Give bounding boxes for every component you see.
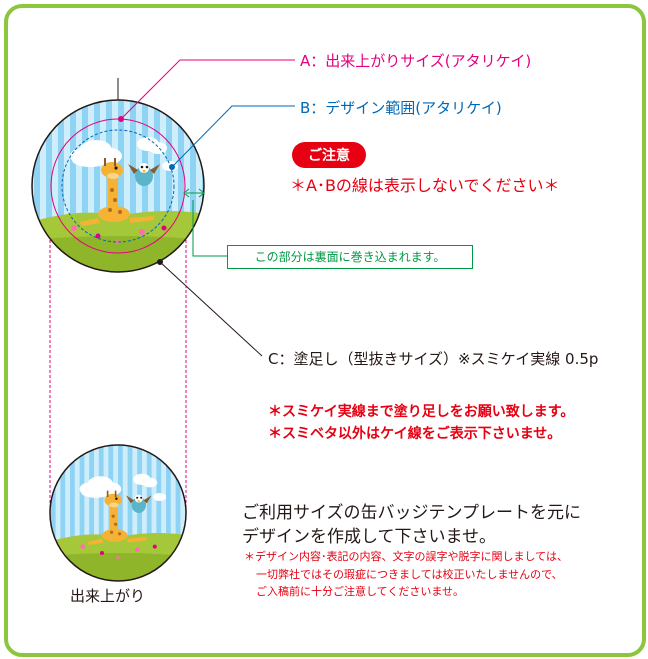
finished-badge-outline [49,444,187,582]
note-line-3: ご入稿前に十分ご注意してくださいませ。 [256,585,465,598]
request-line-1: ＊スミケイ実線まで塗り足しをお願い致します。 [268,404,575,420]
caution-text: ＊A･Bの線は表示しないでください＊ [290,176,560,195]
leader-c [159,261,263,357]
caution-badge: ご注意 [292,142,366,168]
label-c: C：塗足し（型抜きサイズ）※スミケイ実線 0.5p [268,350,599,368]
badge-artwork-small [50,445,186,581]
outer-frame [4,4,646,657]
dot-c [157,259,163,265]
leader-b [171,105,295,168]
finished-label: 出来上がり [70,587,146,605]
note-line-1: ＊デザイン内容･表記の内容、文字の誤字や脱字に関しましては、 [244,550,568,563]
wrap-arrow [198,188,205,198]
dot-a [118,116,124,122]
leader-a [120,59,295,120]
label-b: B：デザイン範囲(アタリケイ) [300,99,502,117]
badge-artwork-large [32,100,204,272]
main-text-line-2: デザインを作成して下さいませ。 [242,527,496,547]
design-line-b [61,129,175,243]
main-text-line-1: ご利用サイズの缶バッジテンプレートを元に [242,503,581,523]
request-line-2: ＊スミベタ以外はケイ線をご表示下さいませ。 [268,426,562,442]
wrap-arrow-left [183,188,190,198]
note-line-2: 一切弊社ではその瑕疵につきましては校正いたしませんので、 [256,568,563,581]
wrap-leader [192,200,227,257]
label-a: A：出来上がりサイズ(アタリケイ) [300,52,532,70]
wrap-note: この部分は裏面に巻き込まれます。 [227,245,473,269]
dot-b [169,164,175,170]
